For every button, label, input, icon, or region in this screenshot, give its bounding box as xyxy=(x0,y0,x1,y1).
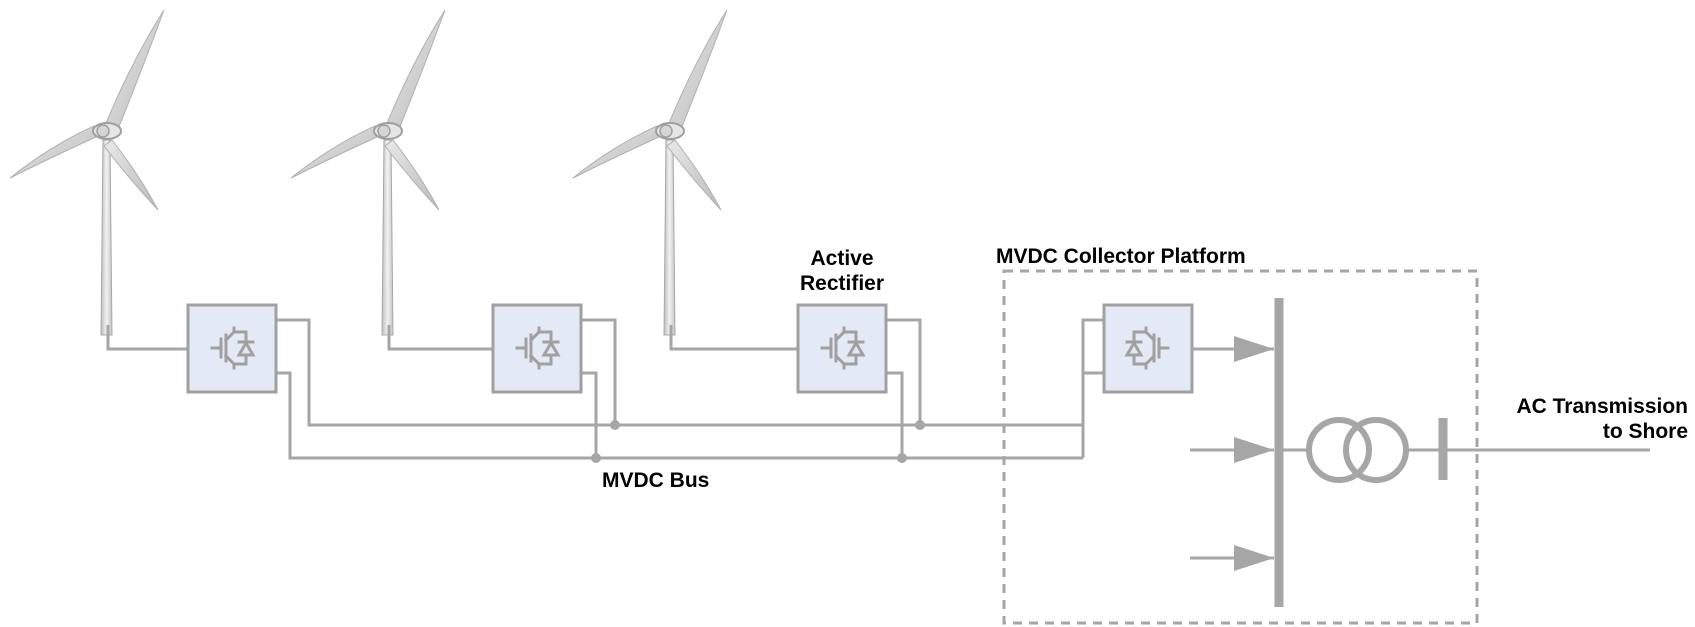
collector-platform-boundary xyxy=(1002,269,1479,625)
ac-transmission-label: AC Transmission to Shore xyxy=(1472,394,1688,444)
transformer-icon xyxy=(1283,417,1448,483)
mvdc-wiring xyxy=(106,318,1650,460)
collector-platform-title: MVDC Collector Platform xyxy=(996,245,1246,268)
mvdc-bus-title: MVDC Bus xyxy=(602,469,710,492)
wind-turbine-icon xyxy=(572,9,728,336)
platform-converter xyxy=(1102,303,1194,394)
busbar-input-arrows xyxy=(1190,336,1274,571)
wind-turbine-icon xyxy=(9,9,165,336)
active-rectifier-converter xyxy=(796,303,888,394)
wind-turbine-icon xyxy=(290,9,446,336)
ac-transmission-label-line2: to Shore xyxy=(1602,420,1688,443)
converter-2 xyxy=(491,303,583,394)
collector-platform-label: MVDC Collector Platform xyxy=(996,244,1246,269)
converter-1 xyxy=(186,303,278,394)
active-rectifier-label: Active Rectifier xyxy=(790,246,894,296)
active-rectifier-label-line2: Rectifier xyxy=(799,272,885,295)
active-rectifier-label-line1: Active xyxy=(810,247,874,270)
bus-junctions xyxy=(591,420,925,463)
mvdc-bus-label: MVDC Bus xyxy=(602,468,709,493)
ac-transmission-label-line1: AC Transmission xyxy=(1516,395,1688,418)
